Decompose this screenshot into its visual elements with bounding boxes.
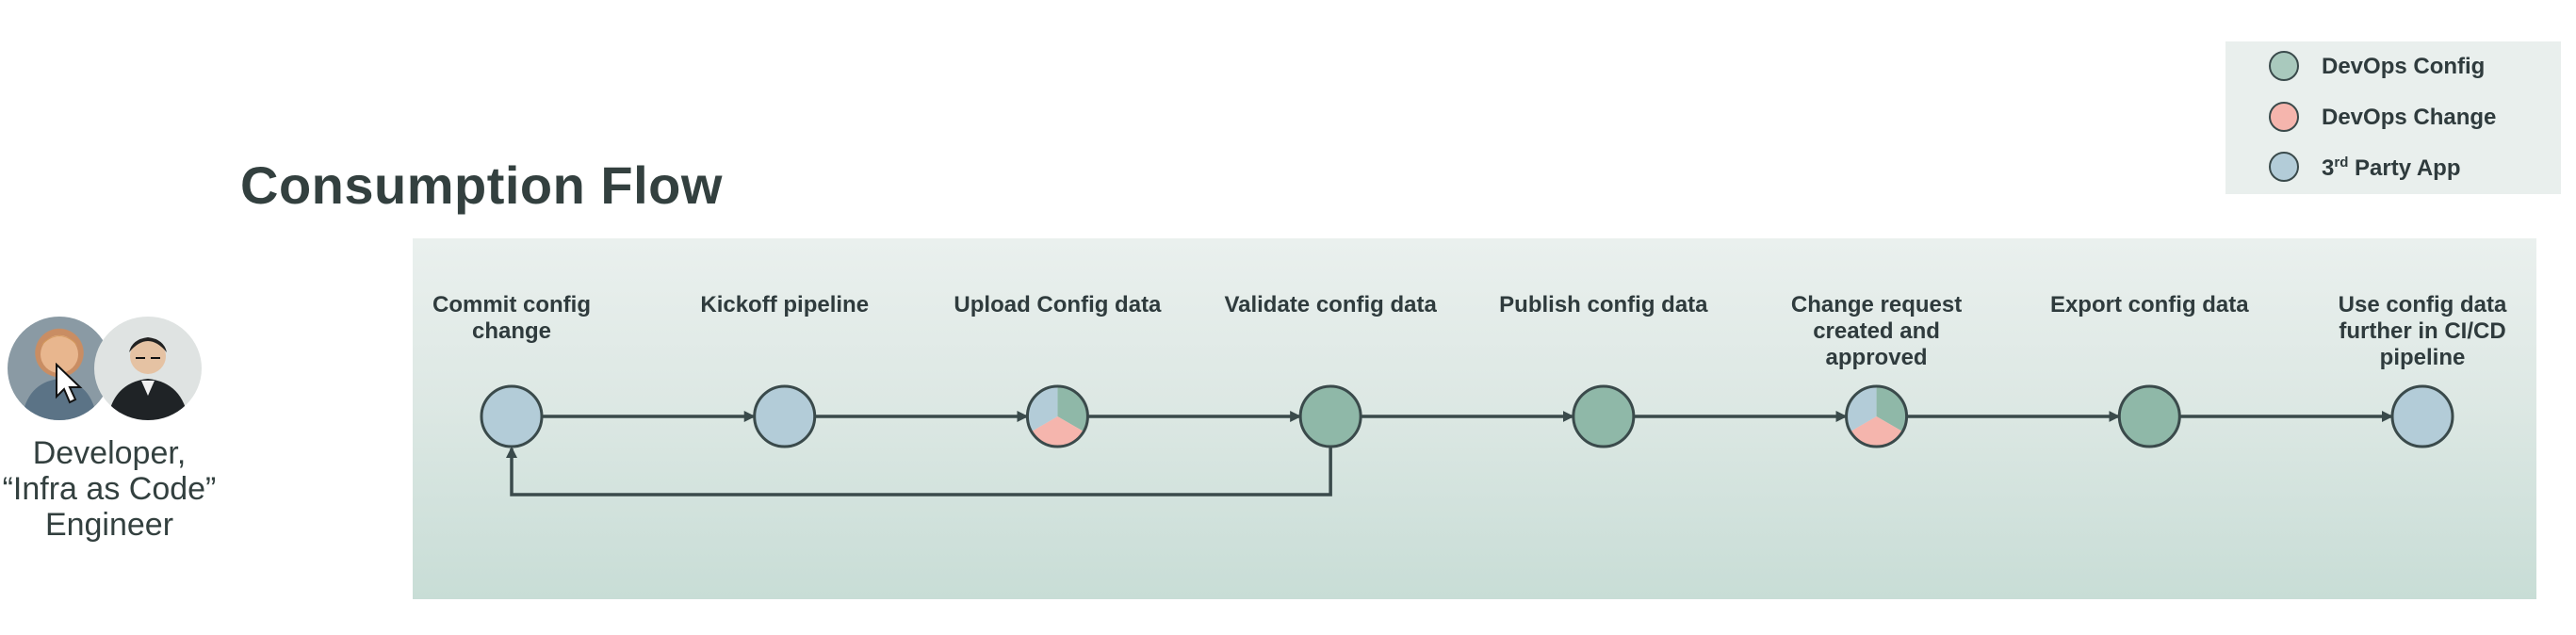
devops-config-swatch xyxy=(2269,51,2299,81)
node-circle xyxy=(1298,384,1362,448)
flow-step-node xyxy=(1298,384,1362,448)
flow-step-node xyxy=(1572,384,1636,448)
devops-change-slice xyxy=(1850,416,1903,448)
step-label: Kickoff pipeline xyxy=(700,292,870,318)
node-circle xyxy=(2117,384,2181,448)
mouse-cursor-icon xyxy=(56,363,83,404)
node-circle xyxy=(1572,384,1636,448)
legend-item-third-party-app: 3rd Party App xyxy=(2225,152,2561,189)
node-circle xyxy=(753,384,817,448)
legend-item-devops-config: DevOps Config xyxy=(2225,51,2561,89)
step-label: Validate config data xyxy=(1224,292,1437,318)
legend: DevOps Config DevOps Change 3rd Party Ap… xyxy=(2225,41,2561,194)
engineer-avatar xyxy=(94,317,202,420)
step-label: Publish config data xyxy=(1499,292,1708,318)
node-circle xyxy=(2390,384,2454,448)
step-label: Export config data xyxy=(2049,292,2249,318)
feedback-loop-arrow xyxy=(506,447,1332,497)
step-label: Use config data further in CI/CD pipelin… xyxy=(2338,292,2507,370)
third-party-app-swatch xyxy=(2269,152,2299,182)
step-label: Upload Config data xyxy=(954,292,1162,318)
legend-label: DevOps Change xyxy=(2322,105,2497,130)
devops-change-swatch xyxy=(2269,102,2299,132)
legend-item-devops-change: DevOps Change xyxy=(2225,102,2561,139)
legend-label: DevOps Config xyxy=(2322,54,2486,79)
persona-label: Developer, “Infra as Code” Engineer xyxy=(2,435,217,543)
flow-step-node xyxy=(480,384,544,448)
flow-step-node xyxy=(1845,384,1909,448)
page-title: Consumption Flow xyxy=(240,155,723,215)
flow-step-node xyxy=(2390,384,2454,448)
node-outline xyxy=(1025,384,1089,448)
flow-step-node xyxy=(2117,384,2181,448)
step-label: Commit config change xyxy=(432,292,591,344)
node-outline xyxy=(1845,384,1909,448)
step-label: Change request created and approved xyxy=(1790,292,1963,370)
flow-step-node xyxy=(1025,384,1089,448)
node-circle xyxy=(480,384,544,448)
flow-step-node xyxy=(753,384,817,448)
legend-label: 3rd Party App xyxy=(2322,155,2461,181)
